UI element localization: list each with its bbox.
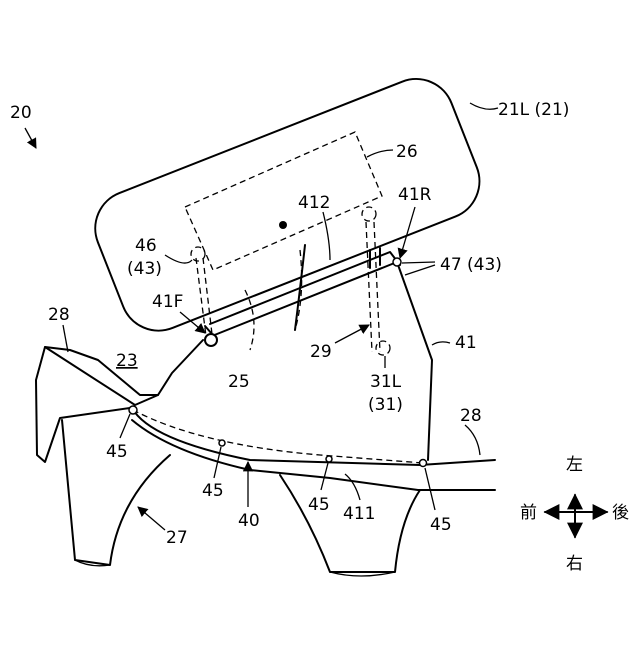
pin-45-a: [129, 406, 137, 414]
pin-45-b: [219, 440, 225, 446]
label-45-c: 45: [308, 495, 330, 515]
leader-29: [335, 325, 369, 343]
hinge-31L-top: [362, 207, 376, 221]
leader-41: [432, 342, 450, 345]
lower-rail-411: [132, 420, 495, 490]
pin-45-d: [420, 460, 427, 467]
hinge-31L-bottom: [376, 341, 390, 355]
label-412: 412: [298, 193, 330, 213]
leader-28-right: [465, 425, 480, 455]
label-28-right: 28: [460, 406, 482, 426]
leader-46: [165, 255, 192, 263]
hinge-46: [191, 247, 205, 261]
compass-label-front: 前: [520, 503, 537, 523]
dashed-guide-31L: [366, 222, 380, 352]
label-23: 23: [116, 351, 138, 371]
label-45-a: 45: [106, 442, 128, 462]
center-dot: [279, 221, 287, 229]
lower-rail-40: [132, 408, 495, 465]
label-411: 411: [343, 504, 375, 524]
label-28-left: 28: [48, 305, 70, 325]
label-46-paren: (43): [127, 259, 162, 279]
leader-411: [345, 474, 360, 500]
body-panel-23-upper: [45, 347, 158, 395]
leader-47: [402, 262, 435, 275]
leader-45-a: [120, 414, 130, 438]
pivot-41R: [393, 258, 401, 266]
label-29: 29: [310, 342, 332, 362]
compass-label-left-up: 左: [566, 455, 583, 475]
frame-top-412: [210, 252, 400, 324]
leader-28-left: [63, 325, 68, 352]
compass-label-rear: 後: [612, 503, 629, 523]
label-41F: 41F: [152, 292, 183, 312]
dashed-link-45: [133, 410, 423, 463]
leader-27: [138, 507, 165, 530]
label-26: 26: [396, 142, 418, 162]
label-45-b: 45: [202, 481, 224, 501]
pivot-41F: [205, 334, 217, 346]
pin-45-c: [326, 456, 332, 462]
label-27: 27: [166, 528, 188, 548]
label-20: 20: [10, 103, 32, 123]
label-45-d: 45: [430, 515, 452, 535]
leader-20: [25, 128, 36, 148]
compass-label-right-down: 右: [566, 554, 583, 574]
label-21L: 21L (21): [498, 100, 569, 120]
dashed-box-26: [185, 132, 382, 270]
label-25: 25: [228, 372, 250, 392]
label-40: 40: [238, 511, 260, 531]
label-41: 41: [455, 333, 477, 353]
label-47: 47 (43): [440, 255, 502, 275]
leader-21L: [470, 103, 498, 109]
label-46: 46: [135, 236, 157, 256]
leader-26: [367, 150, 393, 157]
label-31: (31): [368, 395, 403, 415]
label-31L: 31L: [370, 372, 402, 392]
label-41R: 41R: [398, 185, 432, 205]
